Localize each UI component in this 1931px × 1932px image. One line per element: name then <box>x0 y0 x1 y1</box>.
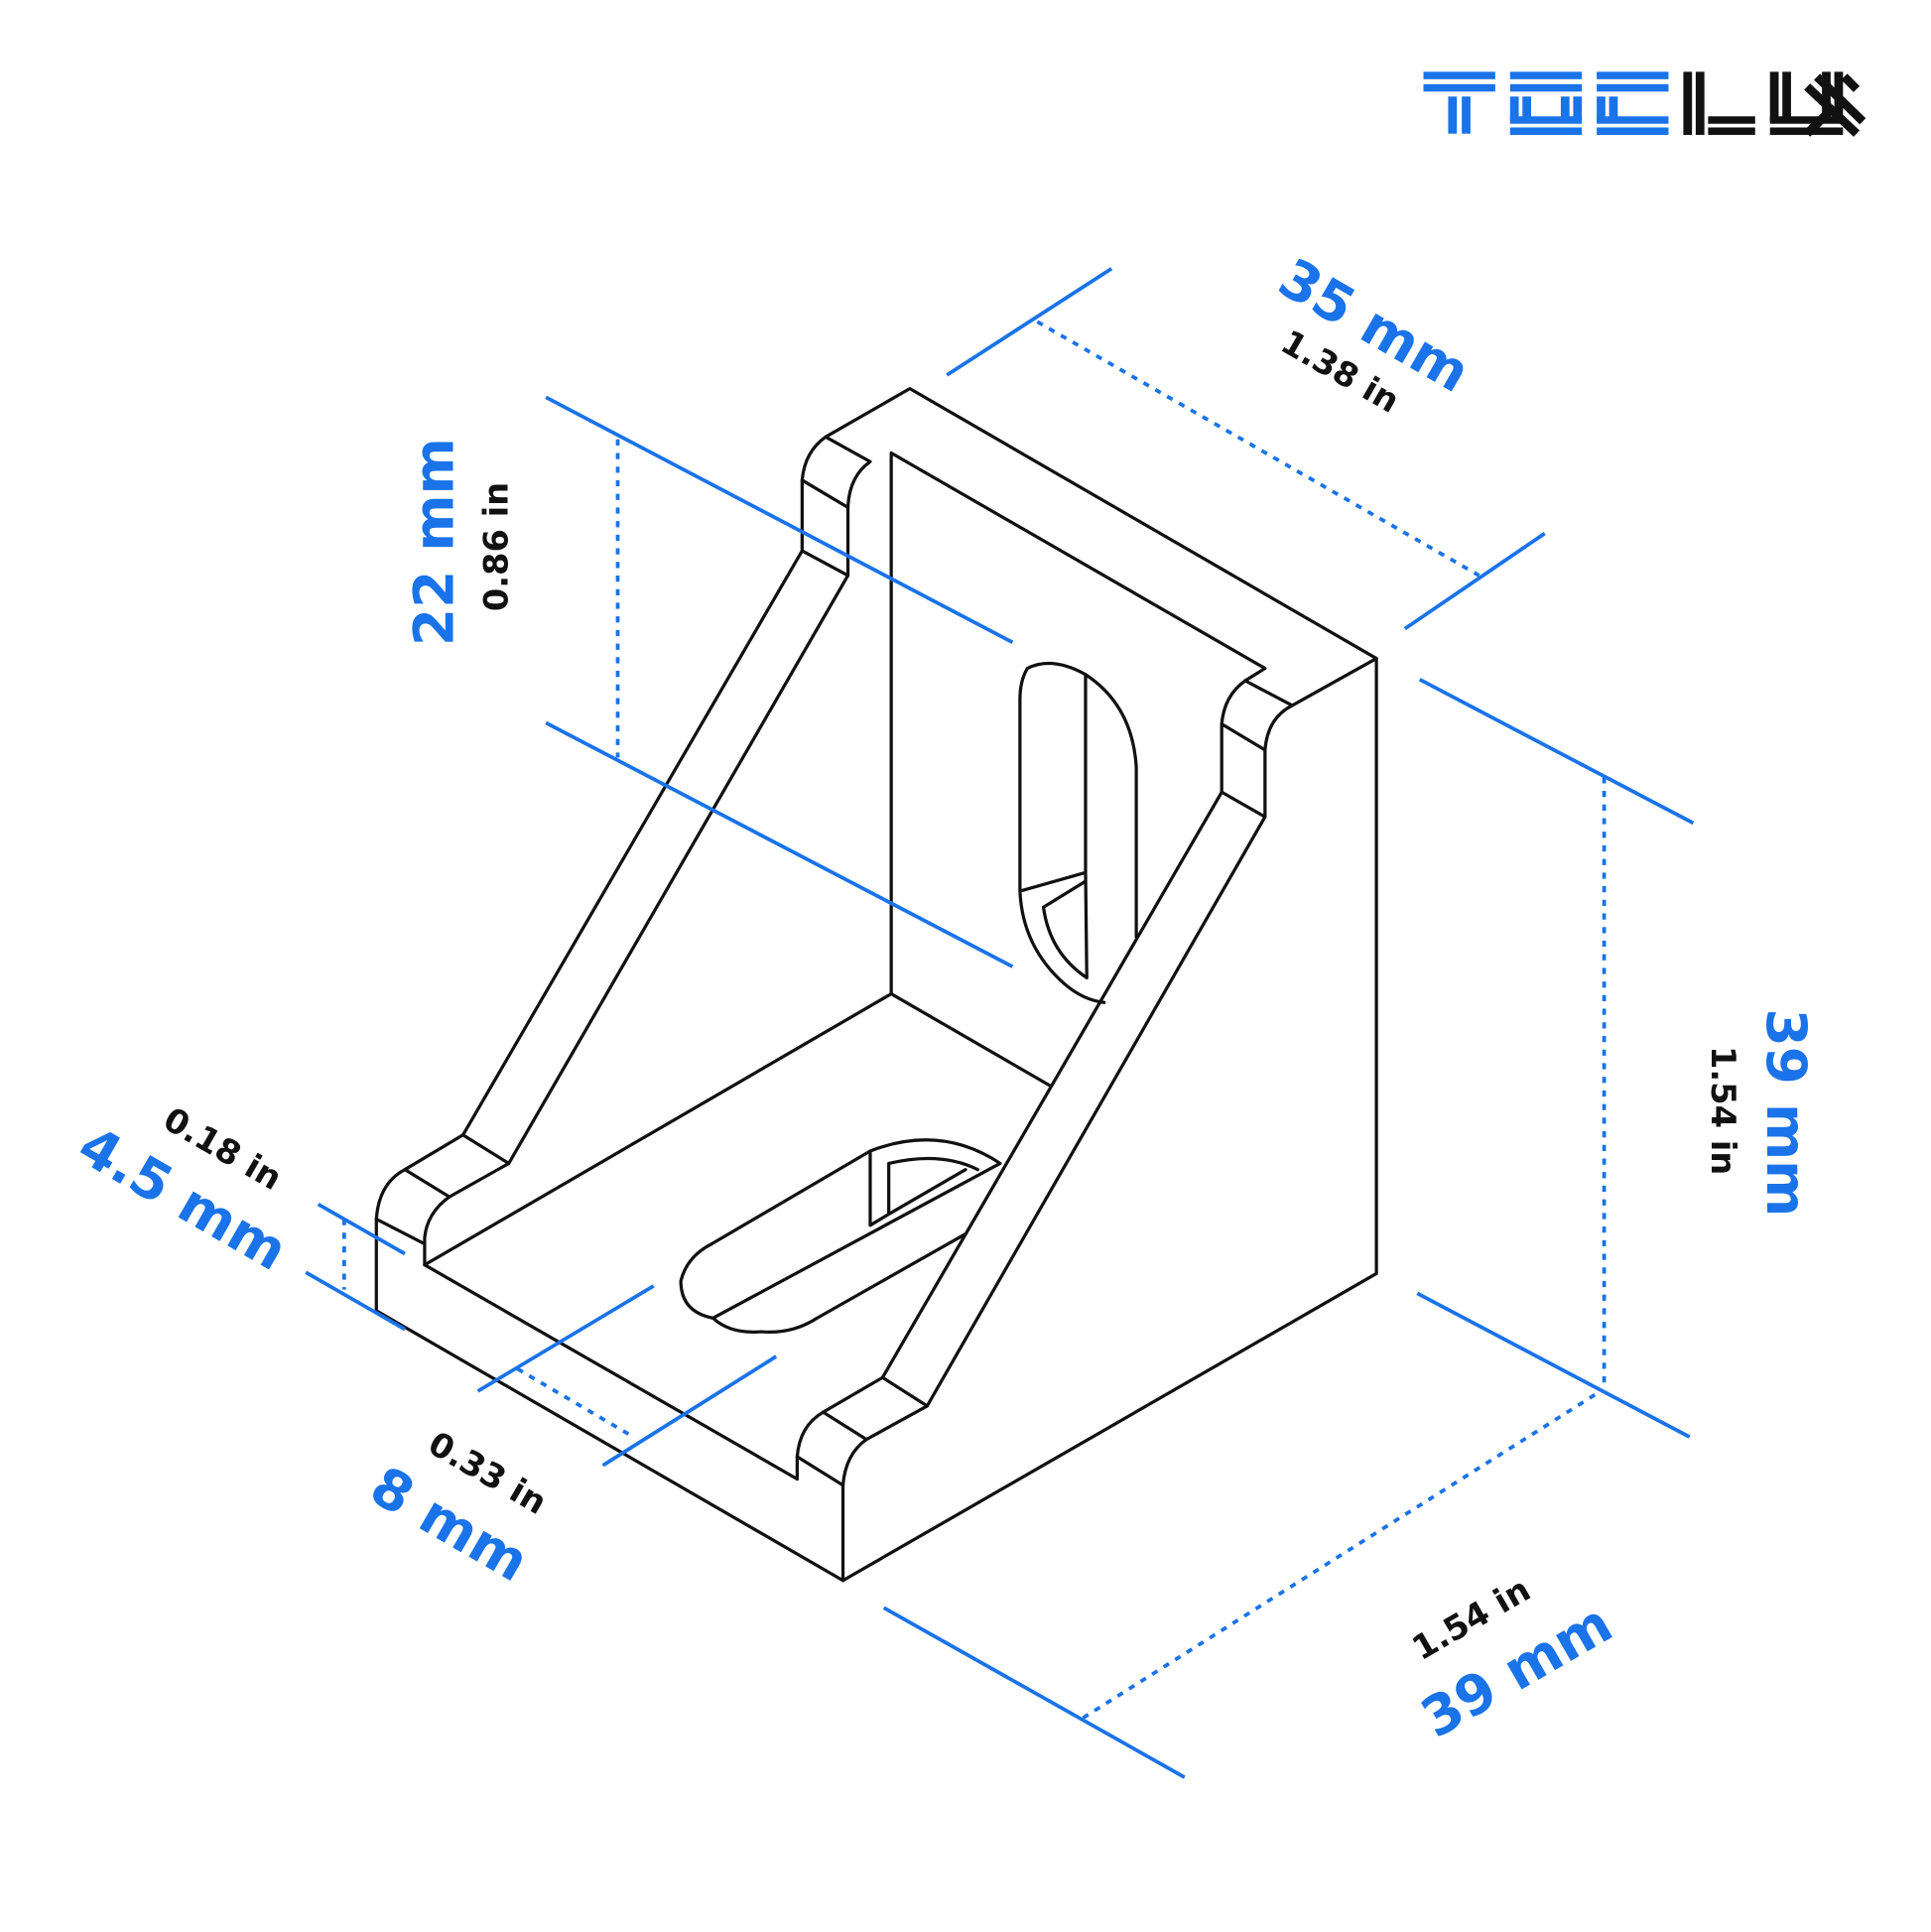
slot-height-in-label: 0.86 in <box>477 482 516 611</box>
logo <box>1423 71 1867 137</box>
dimension-lines <box>305 267 1695 1779</box>
bracket-outline <box>374 387 1378 1583</box>
slot-height-mm-label: 22 mm <box>403 438 466 646</box>
height-in-label: 1.54 in <box>1704 1046 1742 1175</box>
height-mm-label: 39 mm <box>1754 1009 1818 1218</box>
